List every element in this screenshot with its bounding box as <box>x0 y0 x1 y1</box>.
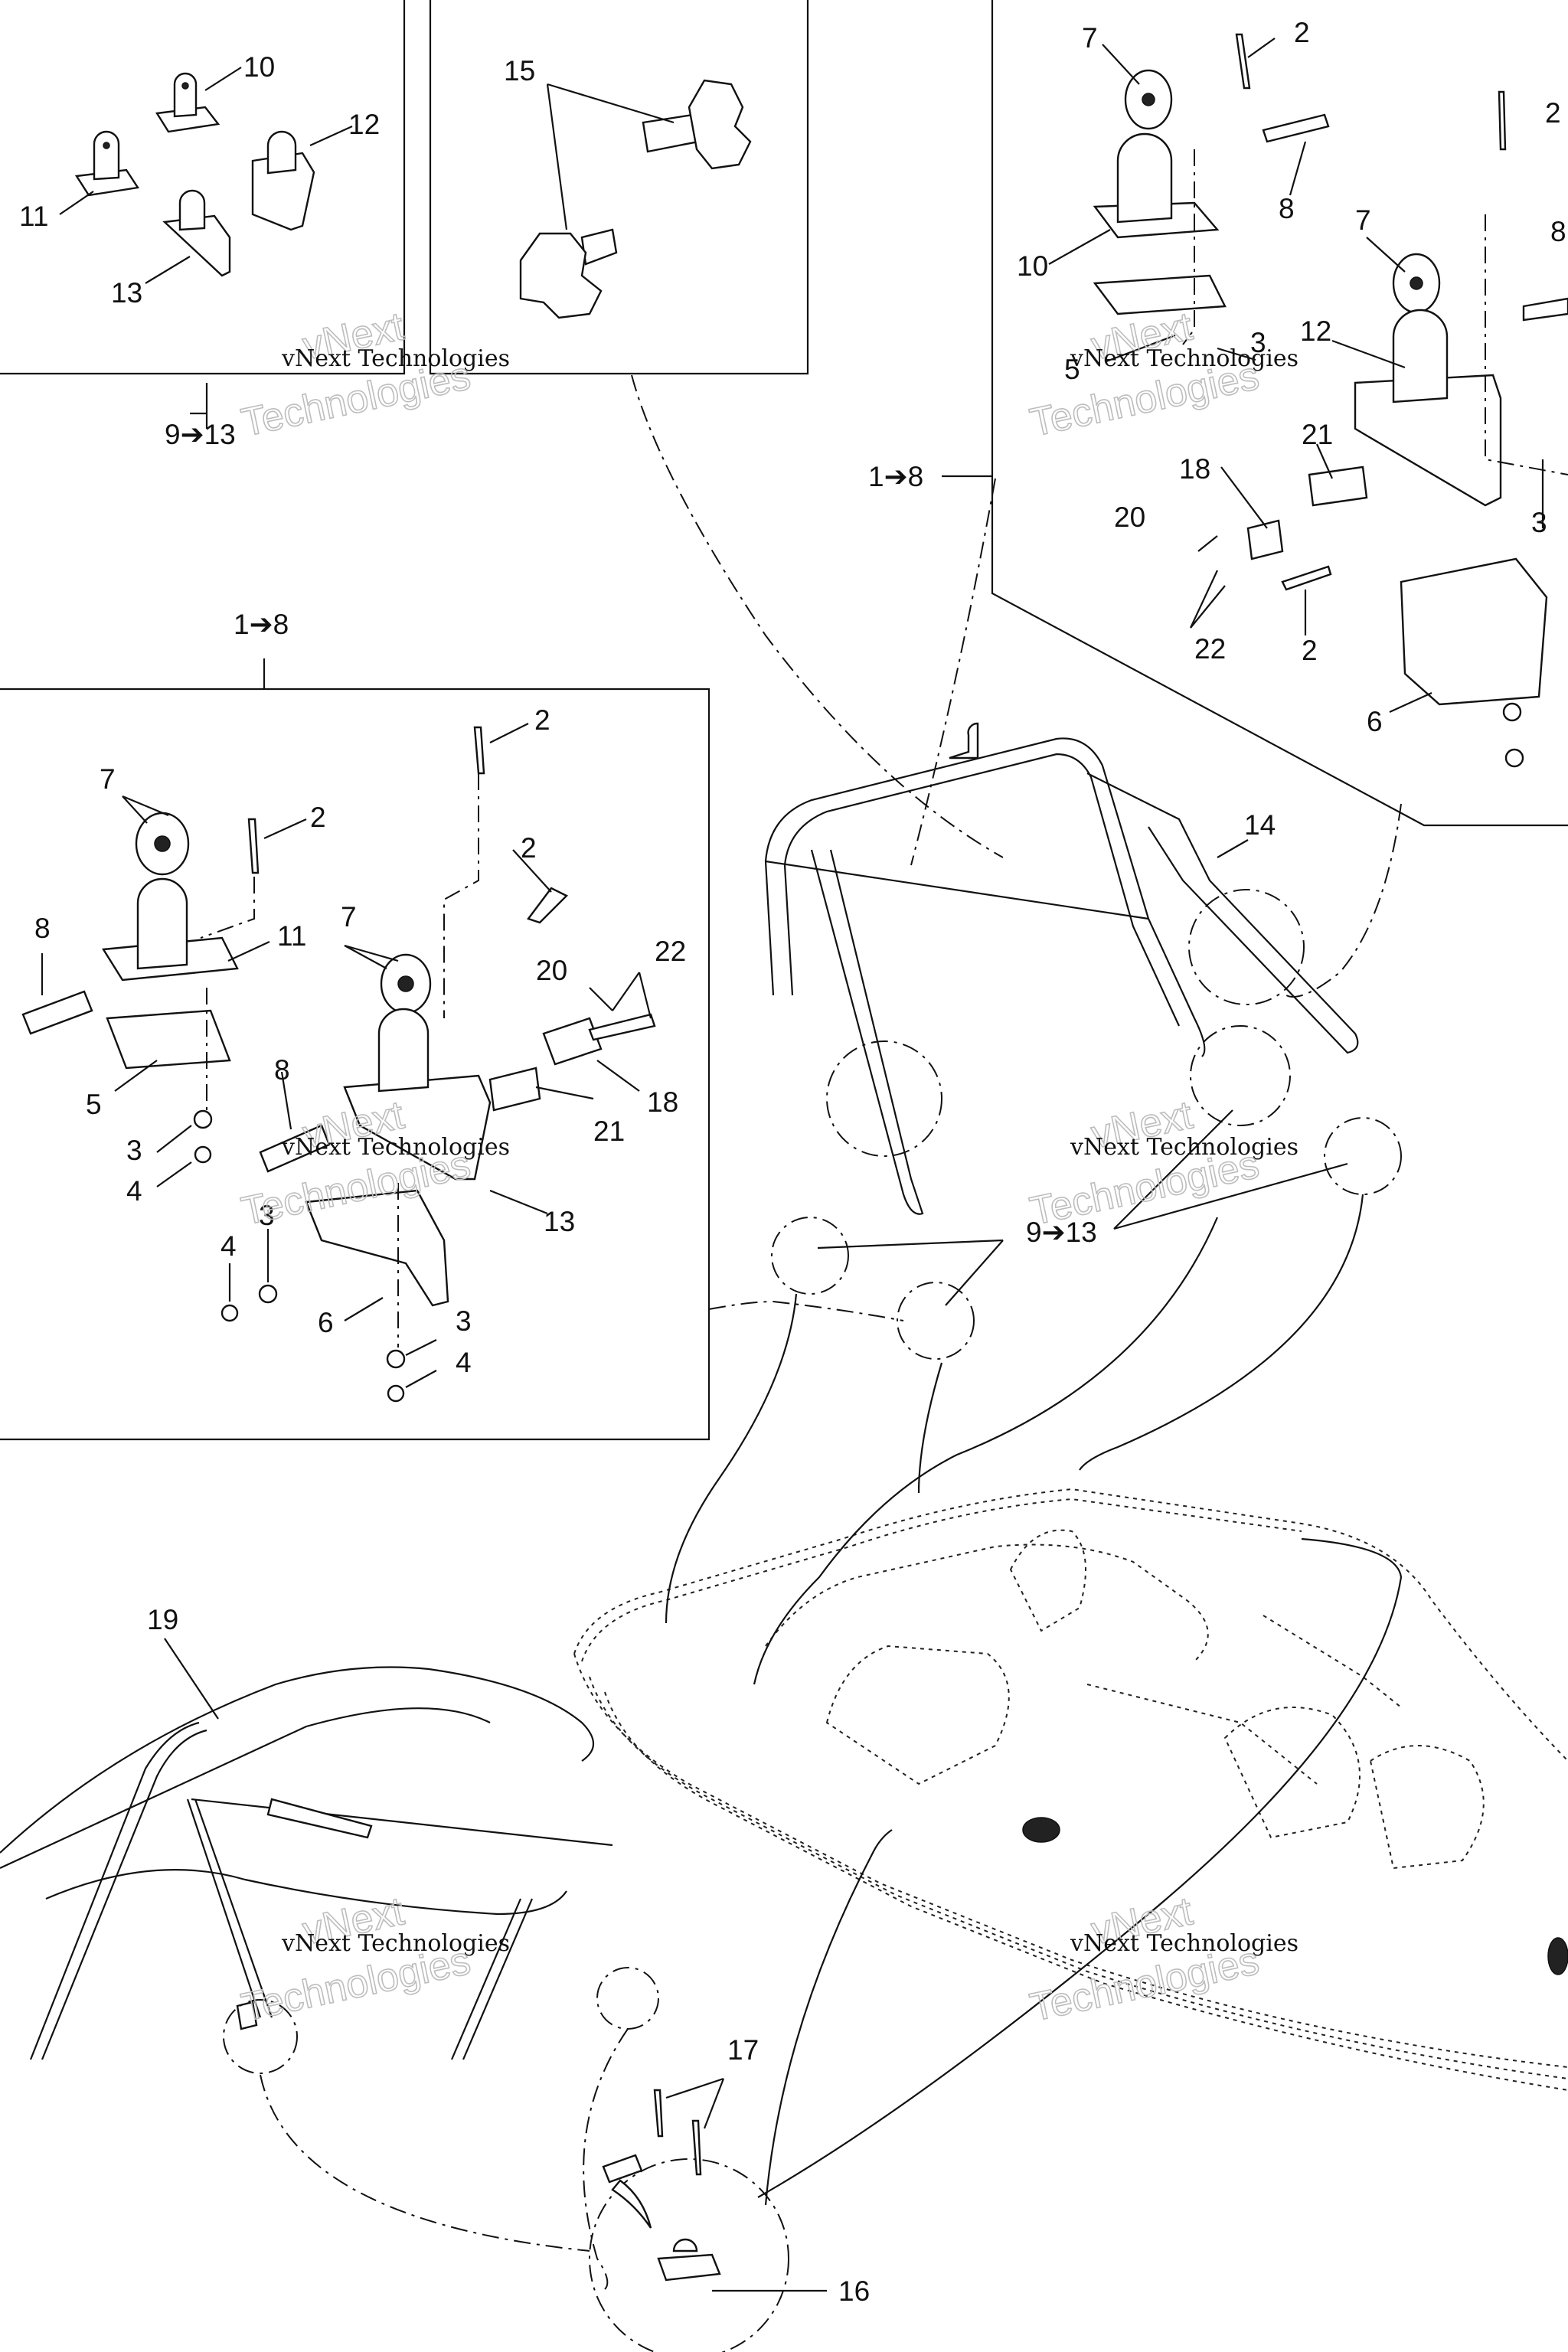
callout-5-left: 5 <box>86 1089 102 1120</box>
callout-18-left: 18 <box>647 1086 678 1118</box>
callout-3-left-c: 3 <box>456 1305 472 1337</box>
bracket-10-small <box>155 72 220 133</box>
callout-7-left-b: 7 <box>341 901 357 933</box>
callout-3-right-b: 3 <box>1531 507 1547 538</box>
callout-12: 12 <box>348 109 380 140</box>
wakeboard-tower-14 <box>764 722 1359 1215</box>
callout-8-right-b: 8 <box>1550 216 1566 247</box>
range-9-13-top: 9➔13 <box>165 419 236 450</box>
watermark-company: vNext Technologies <box>281 1930 510 1957</box>
callout-7-right-b: 7 <box>1355 204 1371 236</box>
range-1-8-right: 1➔8 <box>868 461 923 492</box>
connector-lines <box>260 374 1403 2290</box>
callout-22-left: 22 <box>655 936 686 967</box>
callout-labels: 10 12 11 13 15 9➔13 7 2 8 10 7 5 3 12 21… <box>19 17 1566 2307</box>
callout-13-left: 13 <box>544 1206 575 1237</box>
callout-2-left-b: 2 <box>310 802 326 833</box>
callout-10: 10 <box>243 51 275 83</box>
callout-16: 16 <box>838 2275 870 2307</box>
callout-21-right: 21 <box>1302 419 1333 450</box>
right-assembly-parts <box>1093 33 1568 768</box>
callout-4-left-a: 4 <box>126 1175 142 1207</box>
leaders-top-right <box>942 38 1568 714</box>
callout-18-right: 18 <box>1179 453 1210 485</box>
hardware-detail-16-17 <box>589 2077 827 2352</box>
callout-11: 11 <box>19 201 48 232</box>
callout-13: 13 <box>111 277 142 309</box>
watermark-company: vNext Technologies <box>281 345 510 372</box>
watermarks: vNext vNext Technologies Technologies vN… <box>237 303 1298 2030</box>
callout-3-left-a: 3 <box>126 1135 142 1166</box>
range-9-13-mid: 9➔13 <box>1026 1217 1097 1248</box>
callout-20-right: 20 <box>1114 501 1145 533</box>
callout-3-left-b: 3 <box>259 1200 275 1231</box>
watermark-company: vNext Technologies <box>1070 1930 1298 1957</box>
watermark-company: vNext Technologies <box>1070 1134 1298 1161</box>
watermark-5: vNext vNext Technologies Technologies <box>237 1888 510 2030</box>
callout-2-right-c: 2 <box>1545 97 1561 129</box>
bracket-11-small <box>74 130 140 197</box>
callout-7-right-a: 7 <box>1082 22 1098 54</box>
callout-10-right: 10 <box>1017 250 1048 282</box>
panel-left-middle <box>0 688 710 1441</box>
watermark-company: vNext Technologies <box>1070 345 1298 372</box>
callout-5-right: 5 <box>1064 354 1080 385</box>
range-1-8-left: 1➔8 <box>234 609 289 640</box>
leaders-left-panel <box>41 658 652 1388</box>
bracket-12-small <box>251 130 315 231</box>
callout-2-right-a: 2 <box>1294 17 1310 48</box>
callout-22-right: 22 <box>1194 633 1226 665</box>
callout-2-left-c: 2 <box>521 832 537 864</box>
callout-4-left-b: 4 <box>220 1230 237 1262</box>
knob-15-lower <box>519 228 618 319</box>
callout-2-right-b: 2 <box>1302 635 1318 666</box>
callout-8-left-a: 8 <box>34 913 51 944</box>
callout-12-right: 12 <box>1300 315 1331 347</box>
panel-top-right <box>991 0 1568 827</box>
callout-7-left-a: 7 <box>100 763 116 795</box>
watermark-1: vNext vNext Technologies Technologies <box>237 303 510 446</box>
left-assembly-parts <box>21 726 656 1403</box>
bimini-top-19 <box>0 1638 659 2074</box>
callout-3-right-a: 3 <box>1250 327 1266 358</box>
callout-4-left-c: 4 <box>456 1347 472 1378</box>
detail-circles <box>771 889 1402 1360</box>
callout-15: 15 <box>504 55 535 87</box>
callout-21-left: 21 <box>593 1116 625 1147</box>
callout-2-left-a: 2 <box>534 704 550 736</box>
leaders-top-left <box>59 67 675 429</box>
callout-8-right-a: 8 <box>1279 193 1295 224</box>
bracket-13-small <box>162 189 231 277</box>
watermark-6: vNext vNext Technologies Technologies <box>1026 1888 1298 2030</box>
boat-hull-outline <box>573 1488 1568 2091</box>
callout-20-left: 20 <box>536 955 567 986</box>
callout-14: 14 <box>1244 809 1276 841</box>
callout-11-left: 11 <box>277 920 306 952</box>
watermark-company: vNext Technologies <box>281 1134 510 1161</box>
watermark-4: vNext vNext Technologies Technologies <box>1026 1092 1298 1234</box>
callout-17: 17 <box>727 2034 759 2066</box>
callout-6-right: 6 <box>1367 706 1383 737</box>
callout-6-left: 6 <box>318 1307 334 1338</box>
callout-19: 19 <box>147 1604 178 1635</box>
knob-15-upper <box>642 79 752 170</box>
callout-8-left-b: 8 <box>274 1054 290 1086</box>
panel-top-left <box>0 0 809 375</box>
